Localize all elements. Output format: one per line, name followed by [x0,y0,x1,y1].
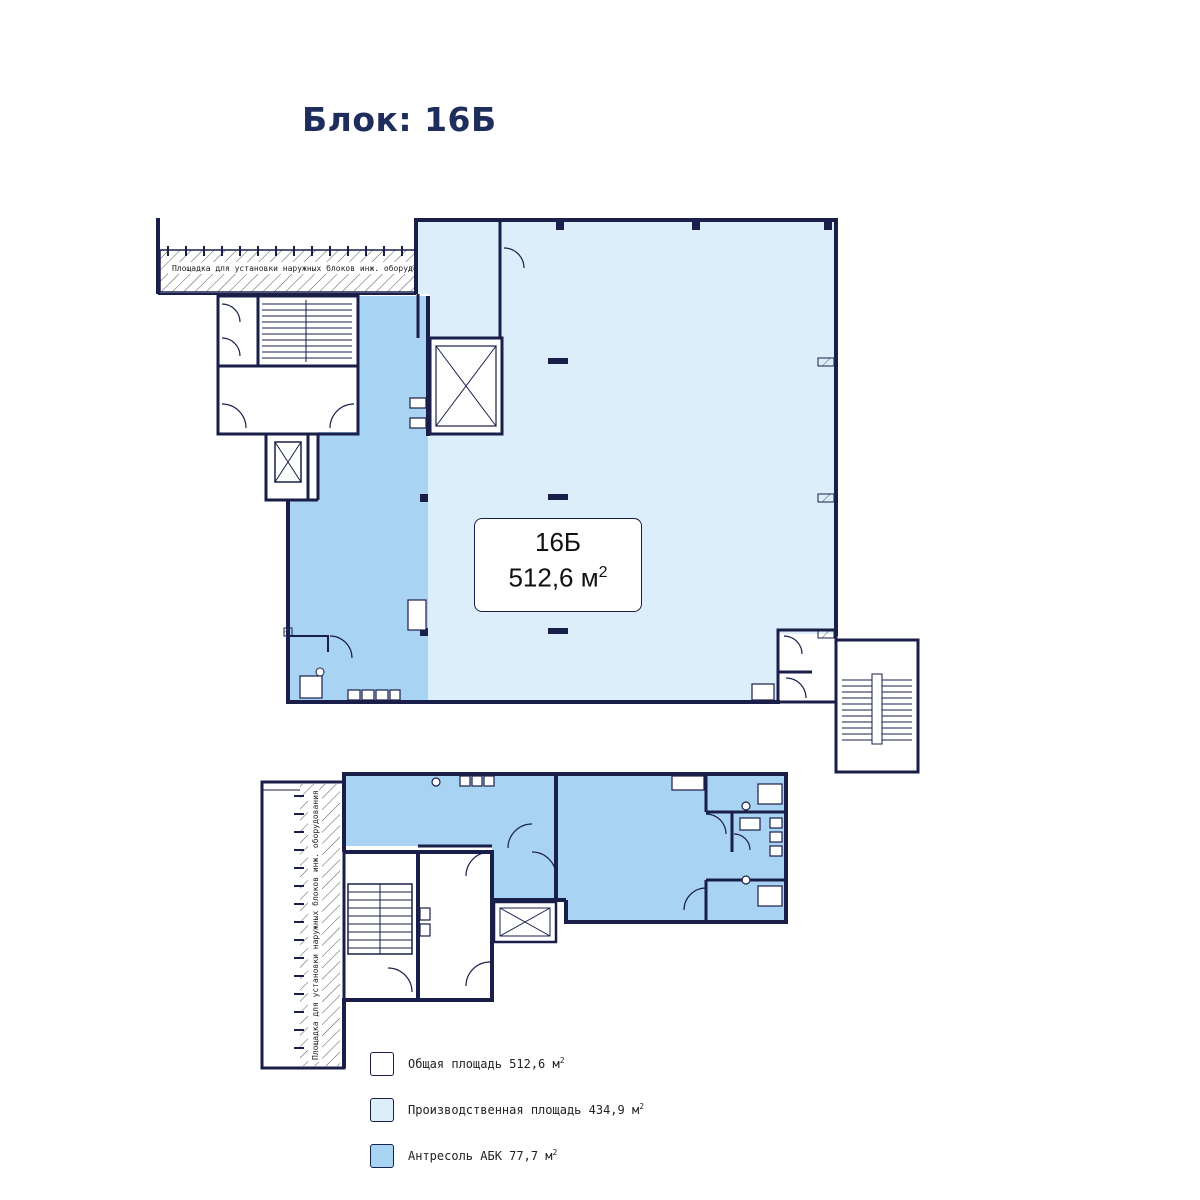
legend-sup-mezzanine: 2 [552,1148,558,1157]
legend: Общая площадь 512,6 м2 Производственная … [370,1052,770,1190]
platform-label-side: Площадка для установки наружных блоков и… [310,790,320,1060]
legend-item-mezzanine: Антресоль АБК 77,7 м2 [370,1144,770,1190]
bottom-right-rooms [776,628,838,704]
ground-floor: Площадка для установки наружных блоков и… [156,218,920,774]
columns [420,222,832,636]
mezzanine-area-right [558,776,786,920]
stairs-mezzanine [347,883,413,955]
mezzanine-area-upper [346,776,556,846]
door-arcs-mezzanine [387,813,751,993]
elevator-mezzanine [492,900,558,944]
elevator-small-ground [274,441,302,483]
platform-ticks-top [167,246,403,256]
plan-title: Блок: 16Б [302,100,497,139]
wc-ground [290,635,353,699]
legend-sup-production: 2 [639,1102,645,1111]
legend-label-production: Производственная площадь 434,9 м [408,1103,640,1117]
legend-swatch-total [370,1052,394,1076]
platform-label-top: Площадка для установки наружных блоков и… [172,263,442,273]
unit-area-sup: 2 [598,564,608,581]
legend-label-mezzanine: Антресоль АБК 77,7 м [408,1149,553,1163]
external-stair [834,638,920,774]
legend-item-total: Общая площадь 512,6 м2 [370,1052,770,1098]
door-arcs-lobby [221,303,355,429]
unit-label: 16Б 512,6 м2 [474,518,642,612]
mezzanine-area-mid [492,846,556,900]
legend-label-total: Общая площадь 512,6 м [408,1057,560,1071]
unit-name: 16Б [535,527,581,557]
legend-item-production: Производственная площадь 434,9 м2 [370,1098,770,1144]
outer-walls [286,218,838,704]
stair-block [216,294,360,502]
mezzanine-floor: Площадка для установки наружных блоков и… [260,772,788,1070]
stairs-ground-left [262,300,352,362]
freight-elevator [428,336,504,436]
unit-area: 512,6 м2 [475,557,641,594]
legend-swatch-production [370,1098,394,1122]
legend-sup-total: 2 [559,1056,565,1065]
mezzanine-fixtures [419,775,783,937]
legend-swatch-mezzanine [370,1144,394,1168]
top-room [416,222,502,340]
platform-ticks-side [294,795,304,1049]
blue-strip-fixtures [347,397,427,701]
mezzanine-walls [342,772,788,1068]
mezzanine-area [288,296,428,700]
unit-area-value: 512,6 м [508,562,599,593]
